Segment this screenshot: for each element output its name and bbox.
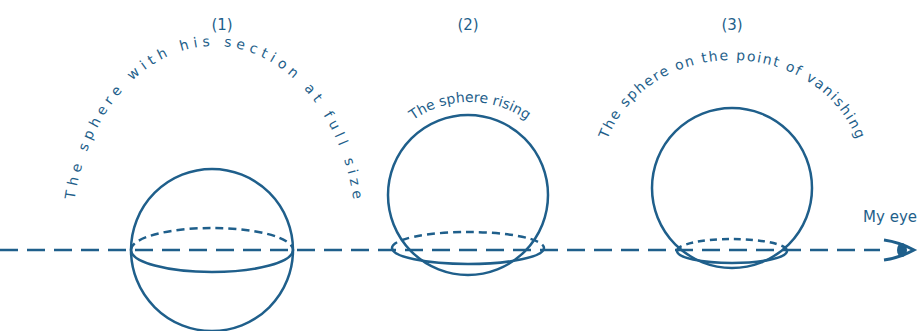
eye-pupil <box>897 243 907 257</box>
sphere-outline <box>388 115 548 275</box>
caption-arc-text: The sphere on the point of vanishing <box>595 47 869 142</box>
caption-arc-text: The sphere with his section at full size <box>62 33 367 201</box>
section-front <box>392 248 544 264</box>
caption-arc-text: The sphere rising <box>405 89 534 123</box>
figure-number: (3) <box>721 16 742 34</box>
section-front <box>677 251 787 263</box>
sphere-outline <box>131 169 293 331</box>
section-back <box>131 228 293 250</box>
figure-number: (1) <box>211 16 232 34</box>
section-back <box>392 232 544 248</box>
caption-arc: The sphere on the point of vanishing <box>595 47 869 142</box>
eye-symbol <box>884 240 914 260</box>
section-front <box>131 250 293 272</box>
figure-number: (2) <box>457 16 478 34</box>
sphere-outline <box>652 108 812 268</box>
section-back <box>677 239 787 251</box>
eye-label: My eye <box>863 208 917 226</box>
caption-arc: The sphere with his section at full size <box>62 33 367 201</box>
caption-arc: The sphere rising <box>405 89 534 123</box>
